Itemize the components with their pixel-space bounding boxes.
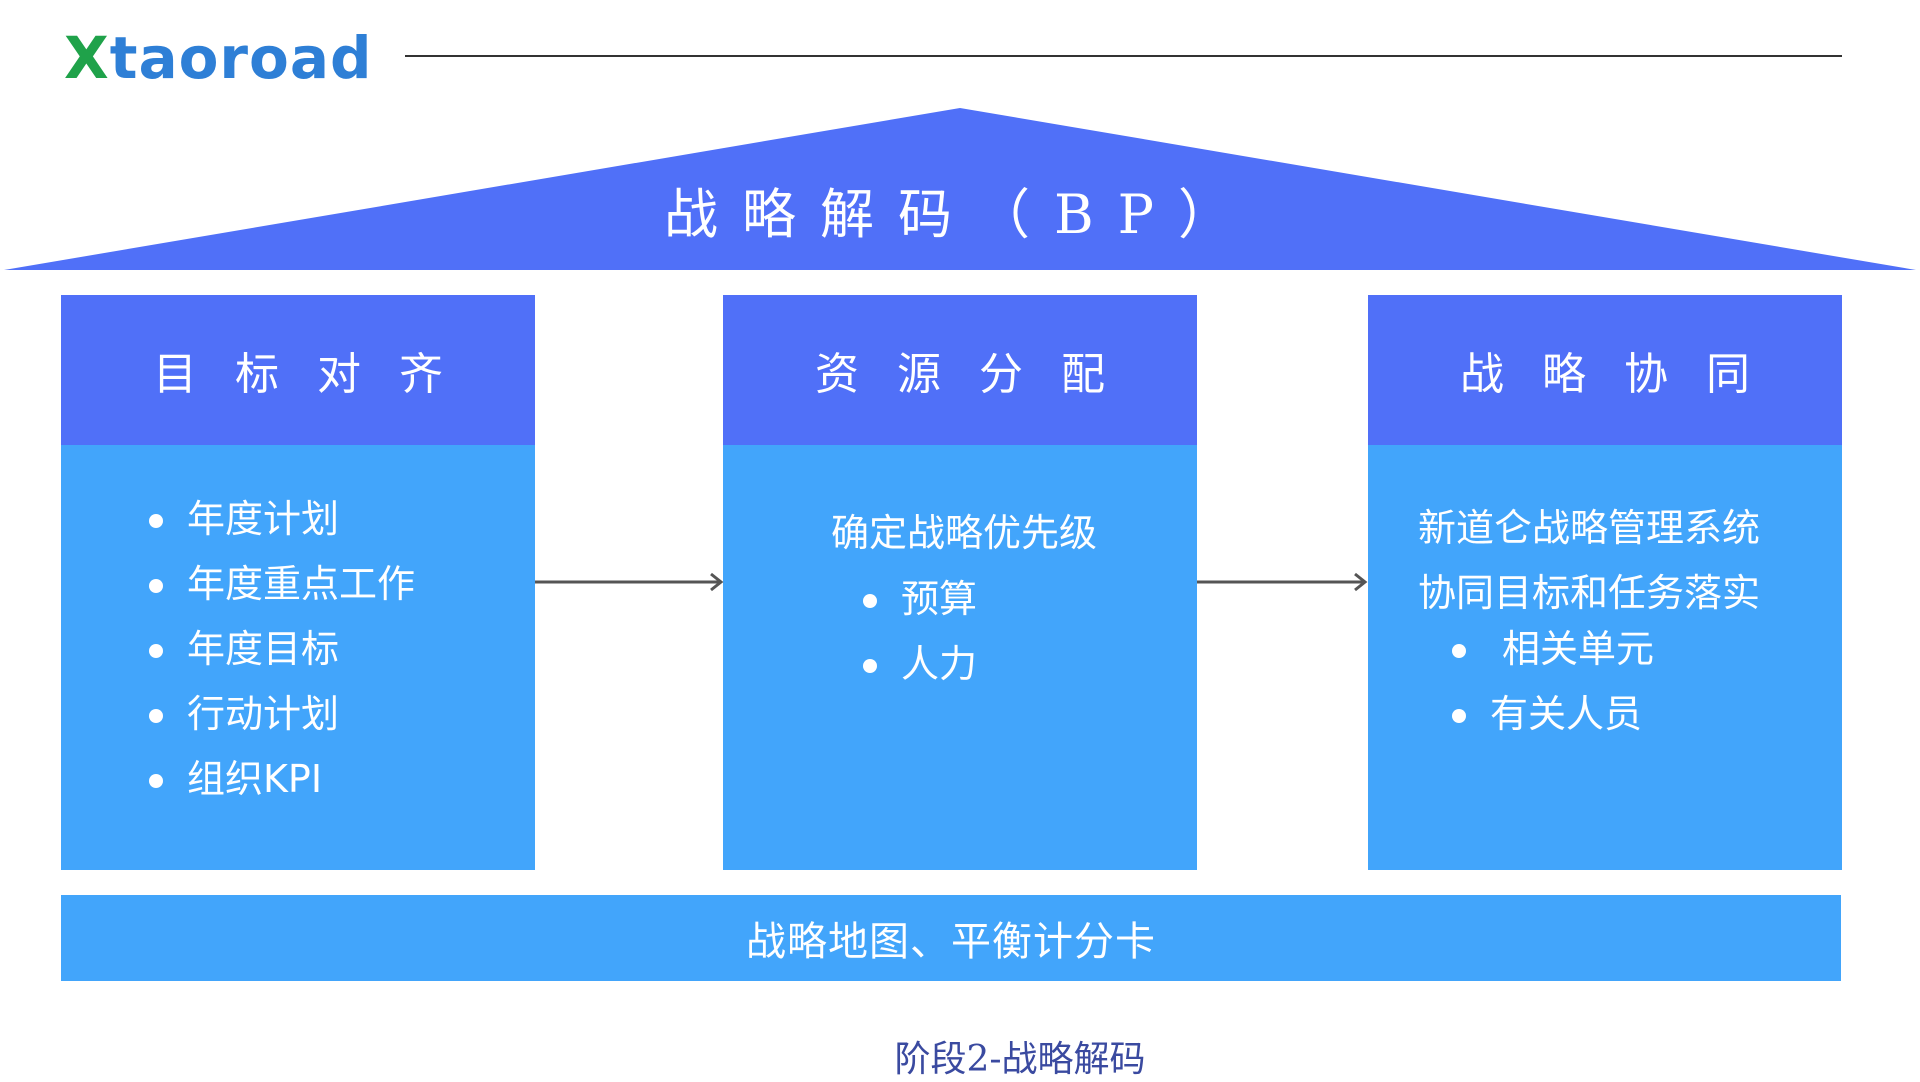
pillar-strategic-synergy-body: 新道仑战略管理系统 协同目标和任务落实 相关单元 有关人员 [1368,445,1842,870]
list-item: 有关人员 [1452,682,1654,747]
list-item: 人力 [863,632,977,697]
foundation-bar: 战略地图、平衡计分卡 [61,895,1841,981]
logo-x: X [64,24,110,92]
header-divider [405,55,1842,57]
list-item: 行动计划 [149,682,415,747]
pillar-goal-alignment-header: 目标对齐 [61,295,535,445]
list-item: 相关单元 [1452,617,1654,682]
pillar-strategic-synergy-header: 战略协同 [1368,295,1842,445]
list-item: 组织KPI [149,747,415,812]
logo-wordmark: taoroad [109,24,373,92]
roof-triangle [4,108,1916,270]
list-item: 年度计划 [149,487,415,552]
pillar-resource-allocation-body: 确定战略优先级 预算 人力 [723,445,1197,870]
pillar-goal-alignment-body: 年度计划 年度重点工作 年度目标 行动计划 组织KPI [61,445,535,870]
list-item: 预算 [863,567,977,632]
roof-title: 战略解码（BP） [663,183,1257,246]
strategic-synergy-line: 新道仑战略管理系统 [1418,506,1761,550]
caption: 阶段2-战略解码 [894,1039,1146,1080]
pillar-resource-allocation-header: 资源分配 [723,295,1197,445]
strategic-synergy-list: 相关单元 有关人员 [1452,617,1654,747]
logo: Xtaoroad [64,22,373,94]
resource-allocation-intro: 确定战略优先级 [831,511,1098,555]
arrow-right-icon [535,572,724,592]
goal-alignment-list: 年度计划 年度重点工作 年度目标 行动计划 组织KPI [149,487,415,812]
list-item: 年度目标 [149,617,415,682]
list-item: 年度重点工作 [149,552,415,617]
arrow-right-icon [1197,572,1368,592]
resource-allocation-list: 预算 人力 [863,567,977,697]
strategic-synergy-line: 协同目标和任务落实 [1418,571,1761,615]
